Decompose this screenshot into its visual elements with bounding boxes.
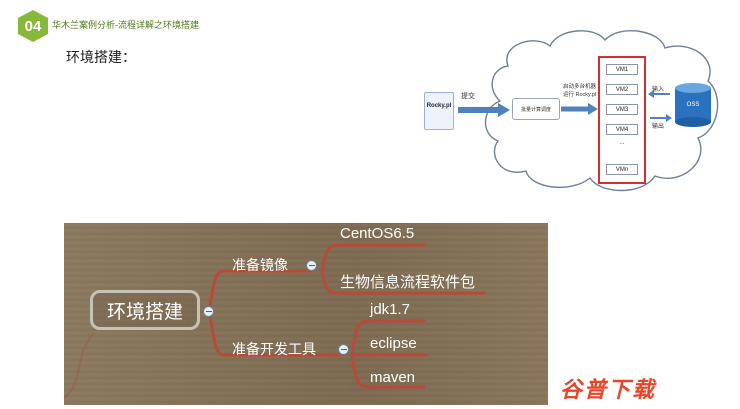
script-file-icon: Rocky.pl xyxy=(424,92,454,130)
mindmap-connectors xyxy=(64,243,486,399)
section-title: 环境搭建： xyxy=(66,49,136,65)
mindmap-leaf[interactable]: maven xyxy=(370,369,416,386)
mindmap-leaf[interactable]: CentOS6.5 xyxy=(340,225,415,242)
architecture-diagram: Rocky.pl 提交 批量计算调度 启动多台机器 运行 Rocky.pl VM… xyxy=(420,26,720,196)
oss-label: OSS xyxy=(686,102,700,108)
leaf-line xyxy=(350,319,426,357)
collapse-toggle-icon[interactable] xyxy=(203,306,214,317)
vm-box: VMn xyxy=(606,164,638,175)
oss-storage-icon xyxy=(675,83,711,127)
leaf-line xyxy=(350,353,426,389)
vm-ellipsis: ... xyxy=(619,140,625,146)
batch-scheduler-box: 批量计算调度 xyxy=(512,98,560,120)
launch-label: 启动多台机器 运行 Rocky.pl xyxy=(563,83,596,99)
input-label: 输入 xyxy=(652,87,665,93)
header-title: 华木兰案例分析-流程详解之环境搭建 xyxy=(52,20,199,30)
vm-box: VM2 xyxy=(606,84,638,95)
mindmap-panel: 环境搭建 准备镜像 准备开发工具 CentOS6.5 生物信息流程软件包 jdk… xyxy=(64,223,548,405)
mindmap-leaf[interactable]: jdk1.7 xyxy=(370,301,411,318)
mindmap-branch-tools[interactable]: 准备开发工具 xyxy=(232,341,316,357)
vm-box: VM1 xyxy=(606,64,638,75)
leaf-line xyxy=(320,243,426,273)
mindmap-branch-image[interactable]: 准备镜像 xyxy=(232,257,288,273)
output-label: 输出 xyxy=(652,124,665,130)
section-number-badge: 04 xyxy=(18,10,48,42)
cloud-shape xyxy=(458,30,719,192)
launch-label-line-1: 启动多台机器 xyxy=(563,84,597,90)
vm-box: VM4 xyxy=(606,124,638,135)
collapse-toggle-icon[interactable] xyxy=(306,260,317,271)
mindmap-leaf[interactable]: eclipse xyxy=(370,335,417,352)
branch-line xyxy=(207,269,314,313)
vm-box: VM3 xyxy=(606,104,638,115)
vm-group-frame: VM1 VM2 VM3 VM4 ... VMn xyxy=(598,56,646,184)
launch-label-line-2: 运行 Rocky.pl xyxy=(563,92,597,98)
mindmap-leaf[interactable]: 生物信息流程软件包 xyxy=(340,274,476,291)
branch-line xyxy=(207,309,344,357)
collapse-toggle-icon[interactable] xyxy=(338,344,349,355)
mindmap-root-node[interactable]: 环境搭建 xyxy=(90,290,200,330)
leaf-line xyxy=(320,269,486,295)
submit-label: 提交 xyxy=(461,93,475,100)
watermark-logo: 谷普下载 xyxy=(560,377,657,402)
